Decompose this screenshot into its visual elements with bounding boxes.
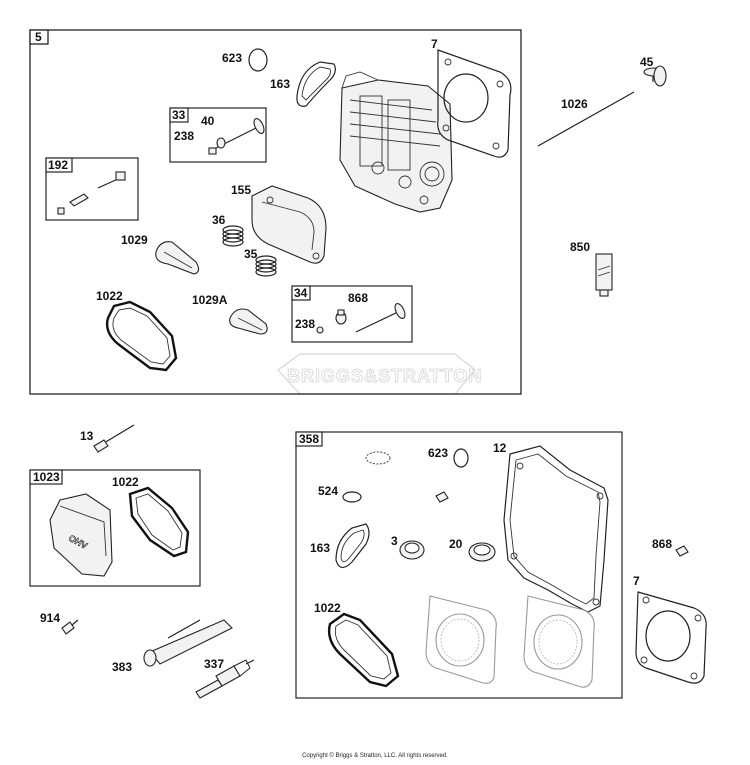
- part-7-head-gasket-right: [635, 591, 707, 684]
- callout-337: 337: [204, 657, 224, 671]
- callout-20: 20: [449, 537, 463, 551]
- group-box-34: [291, 285, 413, 343]
- callout-155: 155: [231, 183, 251, 197]
- callout-868-b: 868: [652, 537, 672, 551]
- part-35-spring: [255, 255, 277, 277]
- callout-7: 7: [431, 37, 438, 51]
- part-192-breather: [57, 171, 126, 215]
- group-label-1023: 1023: [33, 470, 60, 484]
- group-tag-33: [169, 107, 189, 123]
- group-box-192: [45, 157, 139, 221]
- part-20-seal: [468, 542, 496, 562]
- callout-623-b: 623: [428, 446, 448, 460]
- callout-1022: 1022: [96, 289, 123, 303]
- group-box-33: [169, 107, 267, 163]
- part-valve-cover: OHV: [49, 493, 113, 577]
- copyright-text: Copyright © Briggs & Stratton, LLC. All …: [302, 752, 448, 759]
- callout-40: 40: [201, 114, 215, 128]
- part-45-valve: [643, 65, 667, 87]
- callout-1022-c: 1022: [314, 601, 341, 615]
- part-163-kit: [335, 523, 370, 569]
- group-tag-358: [295, 431, 323, 447]
- part-34-valve: [316, 303, 406, 334]
- callout-7-b: 7: [633, 574, 640, 588]
- part-head-gasket-kit-a: [425, 595, 497, 684]
- group-label-192: 192: [48, 158, 68, 172]
- callout-850: 850: [570, 240, 590, 254]
- part-868-right: [675, 545, 689, 557]
- callout-623: 623: [222, 51, 242, 65]
- part-12-gasket: [503, 445, 609, 613]
- watermark-logo: BRIGGS&STRATTON: [277, 353, 482, 395]
- group-box-1023: [29, 469, 201, 587]
- callout-36: 36: [212, 213, 226, 227]
- callout-12: 12: [493, 441, 507, 455]
- group-tag-5: [29, 29, 49, 45]
- group-box-5: [29, 29, 522, 395]
- group-tag-34: [291, 285, 311, 301]
- part-33-valve: [208, 118, 265, 155]
- group-label-358: 358: [299, 432, 319, 446]
- part-155: [251, 185, 327, 264]
- callout-1029A: 1029A: [192, 293, 228, 307]
- part-337-sparkplug: [195, 659, 255, 699]
- part-7-head-gasket-top: [437, 49, 512, 158]
- callout-383: 383: [112, 660, 132, 674]
- part-small-grommet: [435, 491, 449, 503]
- part-914-screw: [61, 619, 79, 635]
- part-383-wrench: [143, 619, 233, 667]
- group-label-33: 33: [172, 108, 186, 122]
- callout-868: 868: [348, 291, 368, 305]
- part-seal-ring: [365, 451, 391, 465]
- part-1029-rocker: [155, 241, 200, 275]
- part-1022-gasket-1023: [128, 486, 190, 558]
- callout-914: 914: [40, 611, 60, 625]
- callout-13: 13: [80, 429, 94, 443]
- callout-1029: 1029: [121, 233, 148, 247]
- callout-1026: 1026: [561, 97, 588, 111]
- callout-238-b: 238: [295, 317, 315, 331]
- part-head-gasket-kit-b: [523, 595, 595, 688]
- part-623-kit: [453, 448, 469, 468]
- part-850-tube: [595, 253, 613, 297]
- part-623-top: [248, 48, 268, 72]
- callout-45: 45: [640, 55, 654, 69]
- callout-1022-b: 1022: [112, 475, 139, 489]
- part-cylinder-head: [339, 71, 453, 213]
- part-1026-pushrod: [537, 91, 635, 147]
- callout-238: 238: [174, 129, 194, 143]
- callout-3: 3: [391, 534, 398, 548]
- group-label-34: 34: [294, 286, 308, 300]
- group-box-358: [295, 431, 623, 699]
- group-label-5: 5: [35, 30, 42, 44]
- part-1022-gasket-kit: [327, 612, 400, 688]
- group-tag-192: [45, 157, 73, 173]
- part-1029A-rocker: [229, 308, 268, 335]
- watermark-text: BRIGGS&STRATTON: [287, 366, 482, 386]
- part-36-spring: [222, 225, 244, 247]
- callout-35: 35: [244, 247, 258, 261]
- part-163-top: [296, 61, 336, 107]
- part-524-ring: [342, 491, 362, 503]
- callout-163: 163: [270, 77, 290, 91]
- part-3-seal: [399, 540, 425, 560]
- part-13-bolt: [93, 424, 135, 453]
- callout-163-b: 163: [310, 541, 330, 555]
- part-1022-gasket-top: [105, 300, 178, 372]
- callout-524: 524: [318, 484, 338, 498]
- group-tag-1023: [29, 469, 63, 485]
